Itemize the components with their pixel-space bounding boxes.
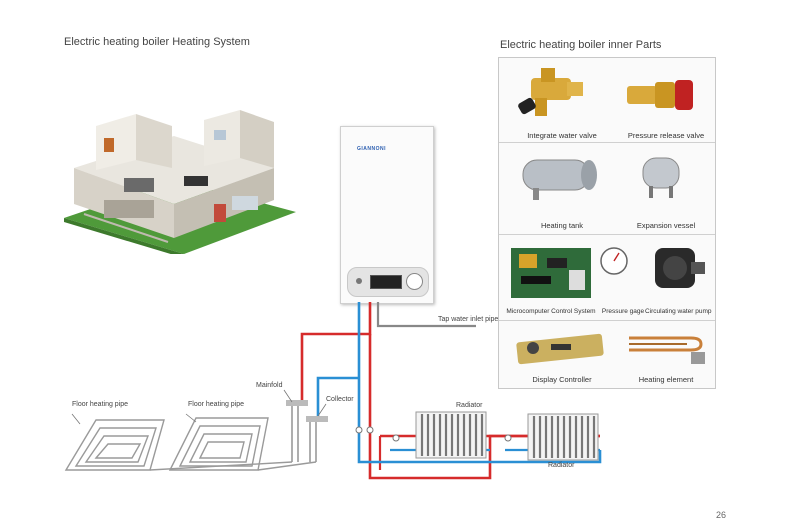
house-illustration (64, 110, 296, 254)
release-valve-image (627, 80, 693, 110)
collector-label: Collector (326, 396, 354, 403)
part-heating-tank: Heating tank (540, 221, 584, 230)
pressure-gauge-icon (406, 273, 423, 290)
part-display-controller: Display Controller (532, 375, 592, 384)
part-expansion-vessel: Expansion vessel (636, 221, 696, 230)
radiator-2 (527, 413, 599, 461)
heating-element-image (629, 336, 705, 364)
part-pressure-release-valve: Pressure release valve (627, 131, 705, 140)
part-integrate-water-valve: Integrate water valve (527, 131, 597, 140)
pressure-gage-image (600, 247, 628, 275)
heating-tank-image (522, 159, 597, 200)
parts-row-3: Microcomputer Control System Pressure ga… (499, 234, 715, 321)
control-board-image (511, 248, 591, 298)
manifold-bar (286, 400, 308, 406)
part-heating-element: Heating element (638, 375, 694, 384)
power-knob-icon (356, 278, 362, 284)
parts-panel: Integrate water valve Pressure release v… (498, 57, 716, 389)
boiler-control-panel (347, 267, 429, 297)
radiator-label-2: Radiator (548, 462, 575, 469)
boiler-display (370, 275, 402, 289)
water-pump-image (655, 248, 705, 288)
parts-title: Electric heating boiler inner Parts (500, 39, 662, 51)
parts-row-4: Display Controller Heating element (499, 320, 715, 388)
system-title: Electric heating boiler Heating System (64, 36, 250, 48)
part-pressure-gage: Pressure gage (601, 308, 645, 315)
parts-row-1: Integrate water valve Pressure release v… (499, 58, 715, 143)
mainfold-label: Mainfold (256, 382, 283, 389)
expansion-vessel-image (642, 157, 680, 198)
display-controller-image (516, 333, 604, 365)
radiator-1 (415, 411, 487, 459)
parts-row-2: Heating tank Expansion vessel (499, 142, 715, 235)
tap-water-label: Tap water inlet pipe (438, 316, 499, 323)
floor-loop-1 (64, 419, 293, 471)
radiator-label-1: Radiator (456, 402, 483, 409)
page-number: 26 (716, 510, 727, 520)
floor-loop-2 (168, 417, 317, 471)
boiler-unit: GIANNONI (340, 126, 434, 304)
collector-bar (306, 416, 328, 422)
part-microcomputer-control: Microcomputer Control System (506, 308, 596, 315)
floor-pipe-label-2: Floor heating pipe (188, 401, 245, 408)
floor-pipe-label-1: Floor heating pipe (72, 401, 129, 408)
water-valve-image (518, 68, 583, 116)
part-circulating-water-pump: Circulating water pump (645, 308, 712, 315)
boiler-brand: GIANNONI (357, 146, 386, 152)
